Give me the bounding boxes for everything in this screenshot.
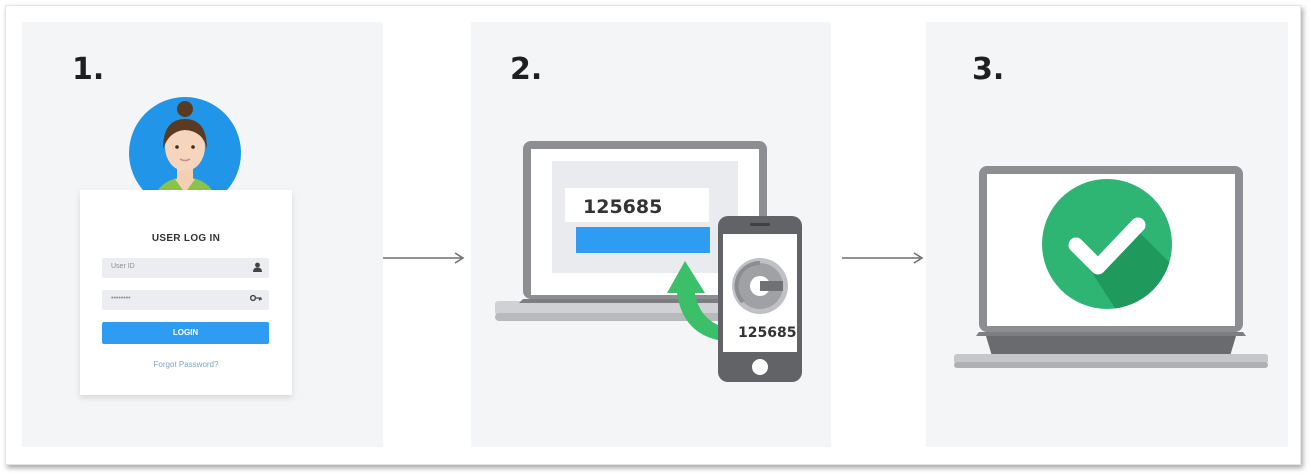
verify-button[interactable] — [576, 227, 710, 253]
key-icon — [250, 294, 262, 302]
step-1-number: 1. — [72, 52, 105, 87]
login-card: USER LOG IN User ID •••••••• LOGIN Forgo… — [80, 190, 292, 395]
forgot-password-link[interactable]: Forgot Password? — [153, 360, 219, 369]
checkmark-icon — [1042, 179, 1172, 309]
laptop-code-display: 125685 — [583, 196, 663, 218]
user-id-placeholder: User ID — [111, 263, 135, 270]
authenticator-app-icon — [731, 257, 789, 315]
step-3-number: 3. — [972, 52, 1005, 87]
arrow-right-icon — [842, 252, 924, 264]
password-field[interactable]: •••••••• — [102, 290, 269, 310]
login-button[interactable]: LOGIN — [102, 322, 269, 344]
arrow-right-icon — [383, 252, 465, 264]
login-title: USER LOG IN — [151, 233, 221, 244]
phone-code-display: 125685 — [738, 325, 797, 341]
user-id-field[interactable]: User ID — [102, 258, 269, 278]
user-icon — [253, 262, 262, 272]
transfer-arrow-icon — [645, 255, 727, 345]
password-placeholder: •••••••• — [111, 295, 131, 302]
step-2-number: 2. — [510, 52, 543, 87]
